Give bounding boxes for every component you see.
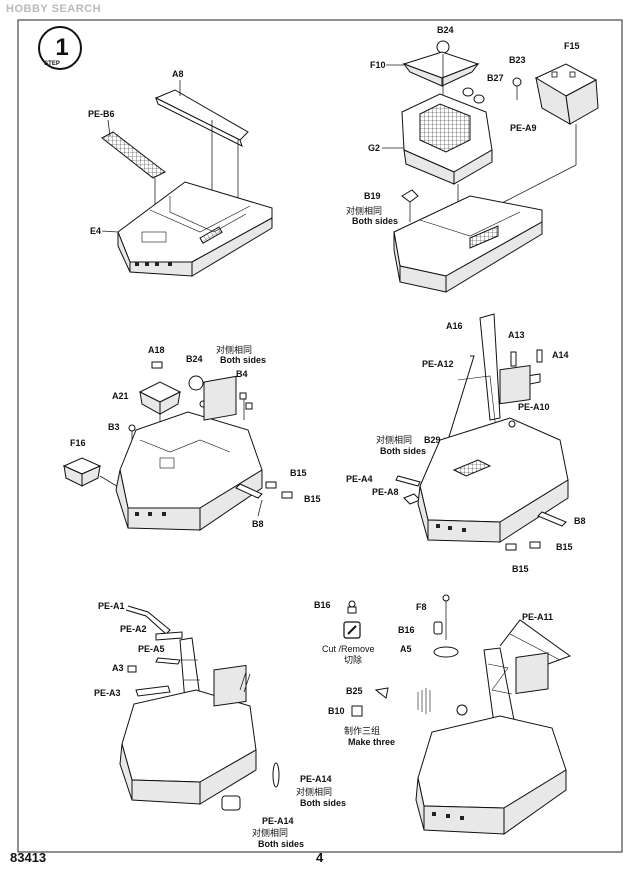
part-main-mast <box>483 647 515 725</box>
panel-superstructure-base: B24 F10 B27 B23 PE-A9 F15 G2 B19 <box>346 25 599 293</box>
part-pe-b6 <box>101 131 166 179</box>
panel-forward-mast: PE-A1 PE-A2 PE-A5 A3 PE-A3 PE-A14 对侧相同 B… <box>94 601 346 849</box>
part-a5 <box>433 646 459 658</box>
label-b15-c: B15 <box>556 542 573 552</box>
note-b29-cn: 对侧相同 <box>376 434 412 446</box>
label-pe-a8: PE-A8 <box>372 487 399 497</box>
label-pe-a14-b: PE-A14 <box>262 816 294 826</box>
part-b27b <box>473 94 485 104</box>
label-a13: A13 <box>508 330 525 340</box>
part-a18 <box>151 361 163 369</box>
step-badge: 1 STEP <box>38 26 82 70</box>
note-pe-a14-a-en: Both sides <box>300 798 346 808</box>
page-border <box>17 19 623 853</box>
watermark: HOBBY SEARCH <box>6 3 102 15</box>
label-pe-a1: PE-A1 <box>98 601 125 611</box>
panel-hull-deck: A8 PE-B6 E4 <box>88 69 273 277</box>
label-b29: B29 <box>424 435 441 445</box>
note-cut-remove-cn: 切除 <box>344 654 362 666</box>
label-a18: A18 <box>148 345 165 355</box>
part-a16 <box>479 313 501 421</box>
label-pe-a5: PE-A5 <box>138 644 165 654</box>
part-b24-mid <box>188 375 204 391</box>
label-a21: A21 <box>112 391 129 401</box>
label-pe-b6: PE-B6 <box>88 109 115 119</box>
part-b23 <box>512 77 522 87</box>
label-b27: B27 <box>487 73 504 83</box>
label-a16: A16 <box>446 321 463 331</box>
part-pe-a11 <box>499 619 572 665</box>
label-b4: B4 <box>236 369 248 379</box>
step-label: STEP <box>44 61 60 67</box>
label-pe-a3: PE-A3 <box>94 688 121 698</box>
part-pe-a1 <box>125 605 171 635</box>
panel-mast-assembly: A16 A13 A14 PE-A12 PE-A10 对侧相同 Both side… <box>346 313 586 574</box>
label-b3-left: B3 <box>108 422 120 432</box>
label-pe-a14-a: PE-A14 <box>300 774 332 784</box>
note-pe-a14-a-cn: 对侧相同 <box>296 786 332 798</box>
part-b19 <box>401 189 419 203</box>
note-b4-cn: 对侧相同 <box>216 344 252 356</box>
note-cut-remove-en: Cut /Remove <box>322 644 375 654</box>
cut-remove-icon <box>343 621 361 639</box>
label-f15: F15 <box>564 41 580 51</box>
part-b24-top <box>436 40 450 54</box>
motion-lines-icon <box>417 688 431 714</box>
label-a8: A8 <box>172 69 184 79</box>
note-pe-a14-b-en: Both sides <box>258 839 304 849</box>
label-b15-b: B15 <box>304 494 321 504</box>
label-b10: B10 <box>328 706 345 716</box>
label-a14: A14 <box>552 350 569 360</box>
note-b4-en: Both sides <box>220 355 266 365</box>
label-b23: B23 <box>509 55 526 65</box>
panel-forward-details: A18 B24 对侧相同 Both sides B4 B3 A21 B3 F16 <box>62 344 321 531</box>
label-e4: E4 <box>90 226 101 236</box>
note-b19-en: Both sides <box>352 216 398 226</box>
label-a3: A3 <box>112 663 124 673</box>
label-b15-a: B15 <box>290 468 307 478</box>
note-make-three-cn: 制作三组 <box>344 725 380 737</box>
label-b8-right: B8 <box>574 516 586 526</box>
label-b24-top: B24 <box>437 25 454 35</box>
label-pe-a4: PE-A4 <box>346 474 373 484</box>
product-code: 83413 <box>10 850 47 865</box>
label-pe-a9: PE-A9 <box>510 123 537 133</box>
label-b8-mid: B8 <box>252 519 264 529</box>
label-b19: B19 <box>364 191 381 201</box>
label-f8: F8 <box>416 602 427 612</box>
part-e4-deck <box>117 181 273 263</box>
label-pe-a11: PE-A11 <box>522 612 553 622</box>
note-make-three-en: Make three <box>348 737 395 747</box>
panel-main-mast: B16 Cut /Remove 切除 B25 B10 制作三组 Make thr… <box>314 594 572 835</box>
label-pe-a10: PE-A10 <box>518 402 550 412</box>
note-pe-a14-b-cn: 对侧相同 <box>252 827 288 839</box>
label-b15-d: B15 <box>512 564 529 574</box>
label-f10: F10 <box>370 60 386 70</box>
part-a8 <box>154 89 249 141</box>
label-f16: F16 <box>70 438 86 448</box>
label-b16-cut: B16 <box>314 600 331 610</box>
label-b24-mid: B24 <box>186 354 203 364</box>
note-b19-cn: 对侧相同 <box>346 205 382 217</box>
note-b29-en: Both sides <box>380 446 426 456</box>
label-b16-mast: B16 <box>398 625 415 635</box>
step-number: 1 <box>55 34 68 61</box>
label-g2: G2 <box>368 143 380 153</box>
label-pe-a12: PE-A12 <box>422 359 454 369</box>
page-number: 4 <box>316 850 324 865</box>
part-b27a <box>462 87 474 97</box>
label-pe-a2: PE-A2 <box>120 624 147 634</box>
label-b25: B25 <box>346 686 363 696</box>
label-a5: A5 <box>400 644 412 654</box>
